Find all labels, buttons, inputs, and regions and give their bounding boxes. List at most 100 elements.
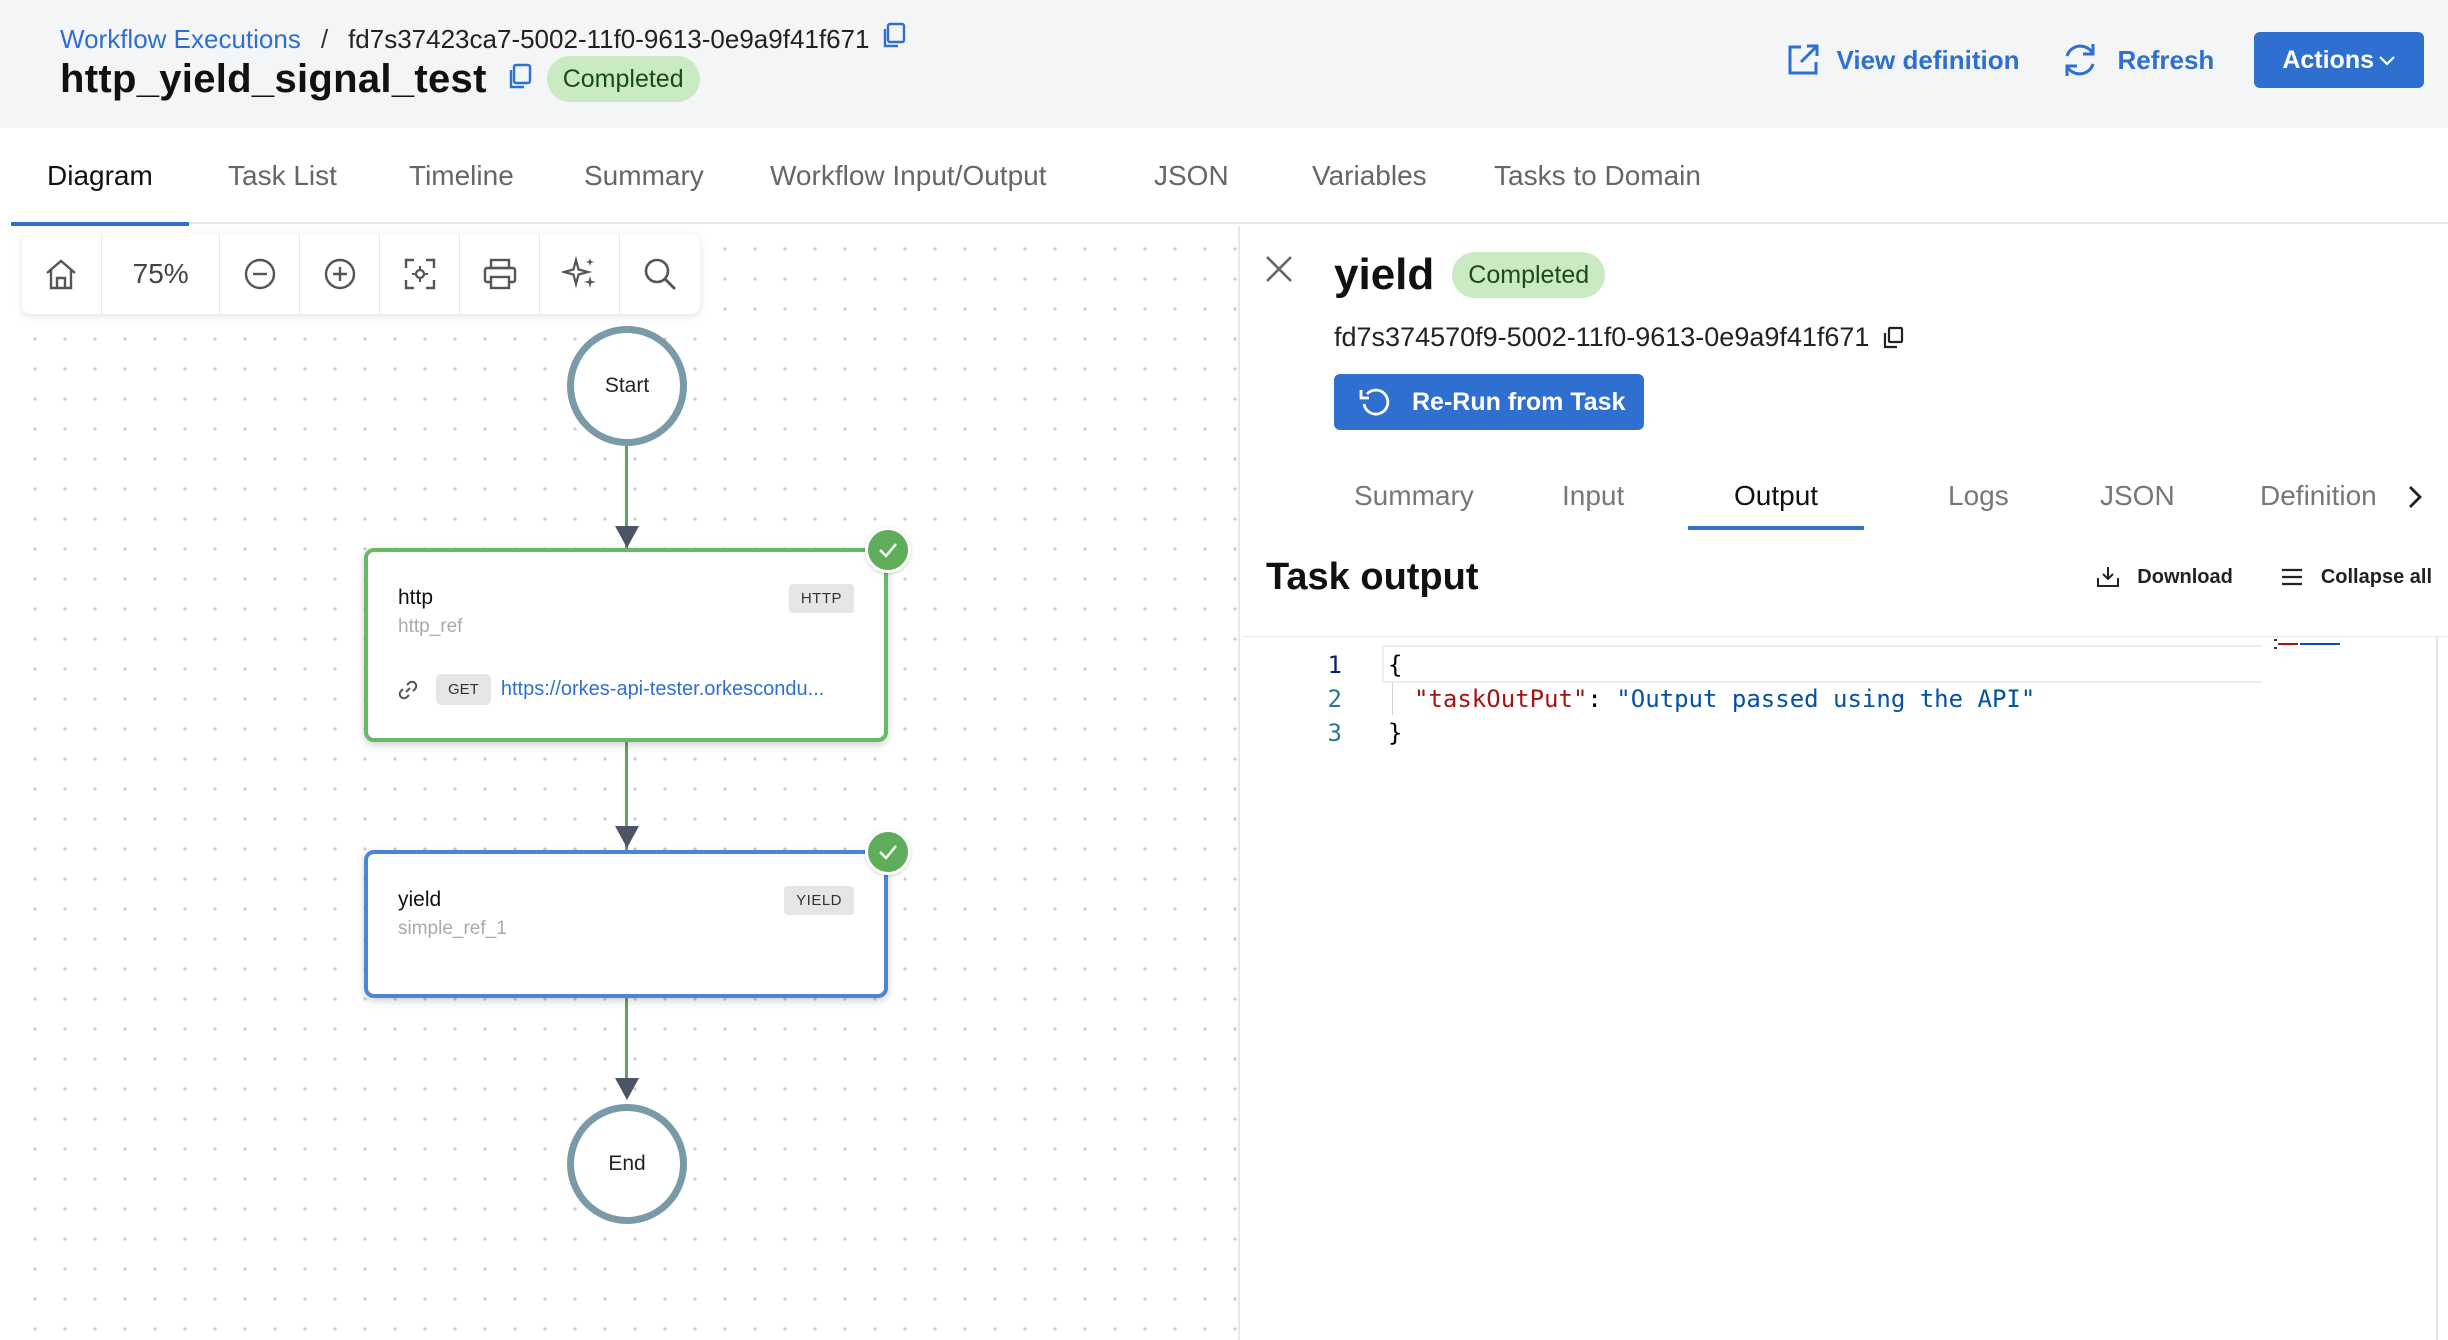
task-details-title: yield: [1334, 250, 1435, 299]
tab-diagram[interactable]: Diagram: [11, 128, 189, 226]
diagram-toolbar: 75%: [22, 234, 700, 314]
fit-view-icon[interactable]: [380, 234, 461, 314]
zoom-in-icon[interactable]: [300, 234, 381, 314]
home-icon[interactable]: [22, 234, 102, 314]
panel-tab-output[interactable]: Output: [1687, 466, 1865, 540]
search-icon[interactable]: [620, 234, 700, 314]
json-editor[interactable]: 1 2 3 { "taskOutPut": "Output passed usi…: [1242, 636, 2448, 1340]
json-value: "Output passed using the API": [1616, 685, 2036, 713]
http-request-row: GET https://orkes-api-tester.orkescondu.…: [398, 674, 824, 705]
tab-json[interactable]: JSON: [1154, 160, 1229, 191]
rerun-label: Re-Run from Task: [1412, 387, 1626, 416]
tab-variables[interactable]: Variables: [1312, 160, 1427, 191]
magic-icon[interactable]: [540, 234, 621, 314]
start-node[interactable]: Start: [567, 326, 687, 446]
http-method-badge: GET: [436, 674, 491, 705]
page-title: http_yield_signal_test: [60, 56, 487, 101]
view-definition-button[interactable]: View definition: [1785, 42, 2020, 78]
collapse-all-label: Collapse all: [2320, 565, 2432, 588]
main-tabs: Diagram Task List Timeline Summary Workf…: [11, 128, 2448, 226]
status-badge: Completed: [546, 56, 700, 102]
task-ref: http_ref: [398, 616, 463, 637]
header-actions: View definition Refresh Actions: [1785, 32, 2424, 88]
copy-execution-id-icon[interactable]: [881, 22, 907, 57]
indent-guide: [1392, 683, 1393, 715]
task-title-row: yield Completed: [1334, 250, 1606, 300]
panel-tab-logs[interactable]: Logs: [1948, 480, 2009, 511]
task-name: http: [398, 586, 434, 609]
tab-task-list[interactable]: Task List: [228, 160, 337, 191]
external-link-icon: [1788, 44, 1818, 75]
page-header: Workflow Executions / fd7s37423ca7-5002-…: [0, 0, 2448, 128]
breadcrumb-separator: /: [320, 24, 329, 54]
end-node[interactable]: End: [567, 1104, 687, 1224]
output-actions: Download Collapse all: [2049, 564, 2432, 590]
collapse-all-button[interactable]: Collapse all: [2279, 566, 2432, 589]
task-node-http[interactable]: http http_ref HTTP GET https://orkes-api…: [364, 548, 888, 742]
menu-lines-icon: [2281, 568, 2302, 586]
view-definition-label: View definition: [1836, 44, 2020, 75]
copy-workflow-name-icon[interactable]: [507, 63, 533, 96]
tab-timeline[interactable]: Timeline: [409, 160, 514, 191]
print-icon[interactable]: [460, 234, 541, 314]
tab-tasks-to-domain[interactable]: Tasks to Domain: [1494, 160, 1701, 191]
edge-arrow: [615, 826, 639, 848]
start-node-label: Start: [604, 374, 650, 397]
completed-check-icon: [865, 527, 911, 573]
rerun-icon: [1359, 388, 1390, 416]
close-icon[interactable]: [1264, 254, 1294, 289]
tab-workflow-input-output[interactable]: Workflow Input/Output: [770, 160, 1047, 191]
panel-tab-definition[interactable]: Definition: [2260, 480, 2377, 511]
actions-dropdown-button[interactable]: Actions: [2254, 32, 2424, 88]
code-line: {: [1388, 651, 1403, 679]
task-type-badge: YIELD: [784, 886, 854, 915]
task-type-badge: HTTP: [788, 584, 854, 613]
json-key: "taskOutPut": [1414, 685, 1588, 713]
tab-summary[interactable]: Summary: [584, 160, 704, 191]
link-icon: [398, 680, 418, 699]
edge-start-http: [625, 442, 628, 554]
line-number: 2: [1327, 685, 1342, 713]
task-ref: simple_ref_1: [398, 918, 507, 939]
task-id: fd7s374570f9-5002-11f0-9613-0e9a9f41f671: [1334, 322, 1870, 352]
editor-scrollbar[interactable]: [2436, 637, 2438, 1340]
end-node-label: End: [608, 1152, 646, 1175]
zoom-level: 75%: [102, 234, 221, 314]
diagram-canvas[interactable]: 75% Start http http_ref HTTP: [12, 226, 1240, 1340]
download-label: Download: [2137, 565, 2233, 588]
workflow-title-row: http_yield_signal_test Completed: [60, 56, 700, 102]
panel-tab-input[interactable]: Input: [1562, 480, 1625, 511]
section-title: Task output: [1266, 556, 1479, 598]
status-badge: Completed: [1452, 252, 1606, 298]
download-button[interactable]: Download: [2095, 564, 2233, 590]
current-line-highlight: [1382, 645, 2262, 683]
breadcrumb-workflow-executions-link[interactable]: Workflow Executions: [60, 24, 301, 54]
task-name: yield: [398, 888, 442, 911]
editor-minimap: [2274, 639, 2340, 649]
line-number: 3: [1327, 719, 1342, 747]
task-id-row: fd7s374570f9-5002-11f0-9613-0e9a9f41f671: [1334, 322, 1905, 353]
completed-check-icon: [865, 829, 911, 875]
refresh-label: Refresh: [2117, 44, 2215, 75]
edge-yield-end: [625, 998, 628, 1082]
breadcrumb-execution-id: fd7s37423ca7-5002-11f0-9613-0e9a9f41f671: [348, 24, 870, 54]
edge-http-yield: [625, 742, 628, 852]
line-number: 1: [1327, 651, 1342, 679]
json-colon: :: [1587, 685, 1617, 713]
copy-icon[interactable]: [1881, 325, 1905, 351]
chevron-right-icon[interactable]: [2402, 482, 2428, 517]
refresh-button[interactable]: Refresh: [2059, 40, 2214, 80]
panel-tab-json[interactable]: JSON: [2100, 480, 2175, 511]
chevron-down-icon: [2379, 56, 2395, 66]
http-url-link[interactable]: https://orkes-api-tester.orkescondu...: [500, 678, 825, 700]
zoom-out-icon[interactable]: [220, 234, 301, 314]
panel-tab-summary[interactable]: Summary: [1354, 480, 1474, 511]
rerun-from-task-button[interactable]: Re-Run from Task: [1334, 374, 1644, 430]
task-details-panel: yield Completed fd7s374570f9-5002-11f0-9…: [1242, 226, 2448, 1340]
task-panel-tabs: Summary Input Output Logs JSON Definitio…: [1242, 466, 2377, 540]
task-node-yield[interactable]: yield simple_ref_1 YIELD: [364, 850, 888, 998]
code-line: }: [1388, 719, 1403, 747]
edge-arrow: [615, 526, 639, 548]
code-line: "taskOutPut": "Output passed using the A…: [1414, 685, 2035, 713]
breadcrumb: Workflow Executions / fd7s37423ca7-5002-…: [60, 22, 907, 57]
